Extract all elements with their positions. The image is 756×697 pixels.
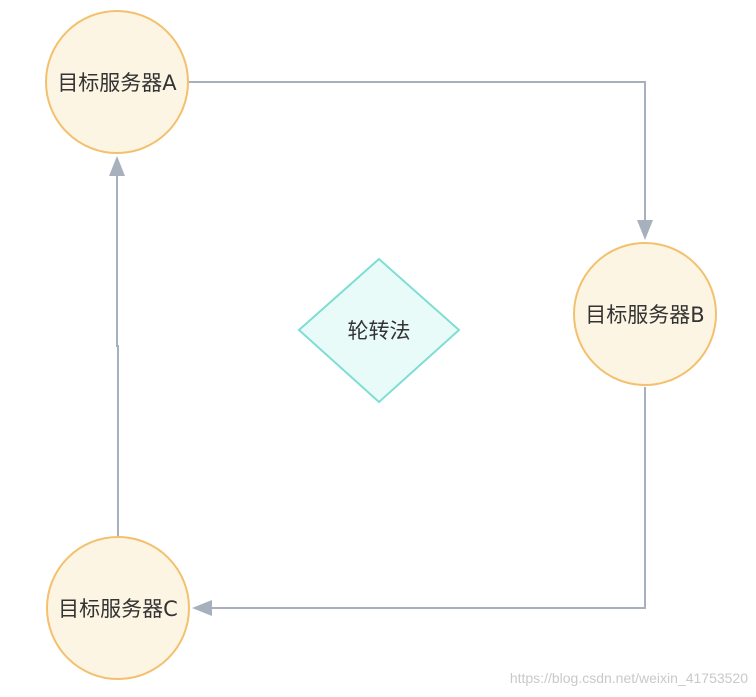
arrowhead-down-icon (637, 220, 653, 240)
server-c-circle (46, 536, 190, 680)
edge-c-to-a-line (116, 174, 119, 536)
edge-b-to-c-line (210, 387, 646, 609)
server-a-circle (45, 10, 189, 154)
server-c-label: 目标服务器C (58, 597, 178, 621)
server-a-label: 目标服务器A (57, 71, 177, 95)
edge-a-to-b-line (189, 81, 646, 222)
node-server-a[interactable]: 目标服务器A (45, 10, 189, 154)
arrowhead-up-icon (109, 156, 125, 176)
node-method-diamond[interactable]: 轮转法 (297, 257, 461, 404)
server-b-circle (573, 242, 717, 386)
method-diamond-shape (297, 257, 461, 404)
edge-b-to-c (192, 387, 646, 616)
server-b-label: 目标服务器B (585, 303, 704, 327)
arrowhead-left-icon (192, 600, 212, 616)
watermark-text: https://blog.csdn.net/weixin_41753520 (510, 670, 748, 686)
edge-c-to-a (109, 156, 125, 536)
edge-a-to-b (189, 81, 653, 240)
node-server-c[interactable]: 目标服务器C (46, 536, 190, 680)
method-label: 轮转法 (348, 319, 411, 343)
node-server-b[interactable]: 目标服务器B (573, 242, 717, 386)
